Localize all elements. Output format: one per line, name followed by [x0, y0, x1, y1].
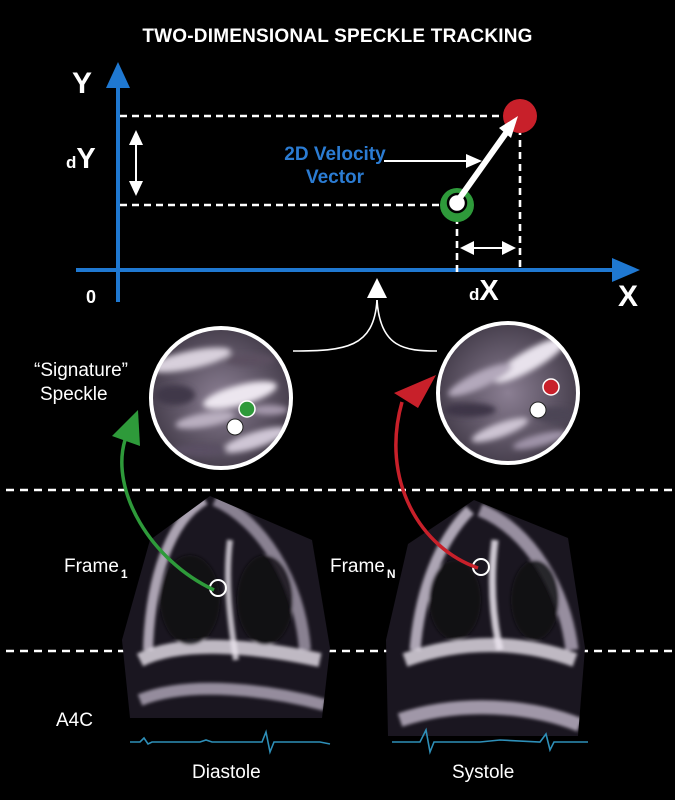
magnified-speckle-right [438, 323, 578, 463]
diastole-label: Diastole [192, 762, 261, 784]
dx-axis-letter: X [479, 275, 498, 307]
frame-n-subscript: N [387, 567, 396, 581]
dy-axis-letter: Y [76, 143, 95, 175]
signature-label-line1: “Signature” [34, 360, 128, 382]
velocity-vector-label: 2D Velocity Vector [253, 143, 417, 189]
white-speckle-marker [227, 419, 243, 435]
y-axis-label: Y [72, 67, 92, 101]
dx-double-arrow [460, 241, 516, 255]
white-speckle-marker [530, 402, 546, 418]
dy-prefix: d [66, 153, 76, 172]
green-speckle-marker [239, 401, 255, 417]
frame-1-subscript: 1 [121, 567, 128, 581]
systole-label: Systole [452, 762, 514, 784]
magnified-connector [293, 300, 437, 351]
y-axis-arrowhead [106, 62, 130, 88]
signature-label-line2: Speckle [40, 384, 108, 406]
dy-label: dY [66, 143, 96, 176]
green-tracking-arrowhead [112, 410, 140, 446]
red-speckle-marker [543, 379, 559, 395]
origin-label: 0 [86, 287, 96, 308]
diagram-title: TWO-DIMENSIONAL SPECKLE TRACKING [0, 26, 675, 48]
dx-label: dX [469, 275, 499, 308]
x-axis-label: X [618, 280, 638, 314]
view-label: A4C [56, 710, 93, 732]
frame-n-text: Frame [330, 556, 385, 577]
dy-double-arrow [129, 130, 143, 196]
connector-arrowhead [367, 278, 387, 298]
x-axis-arrowhead [612, 258, 640, 282]
frame-1-text: Frame [64, 556, 119, 577]
ecg-trace-diastole [130, 732, 330, 752]
echo-image-diastole [120, 490, 335, 720]
echo-image-systole [380, 495, 590, 740]
dx-prefix: d [469, 285, 479, 304]
magnified-speckle-left [147, 328, 291, 468]
